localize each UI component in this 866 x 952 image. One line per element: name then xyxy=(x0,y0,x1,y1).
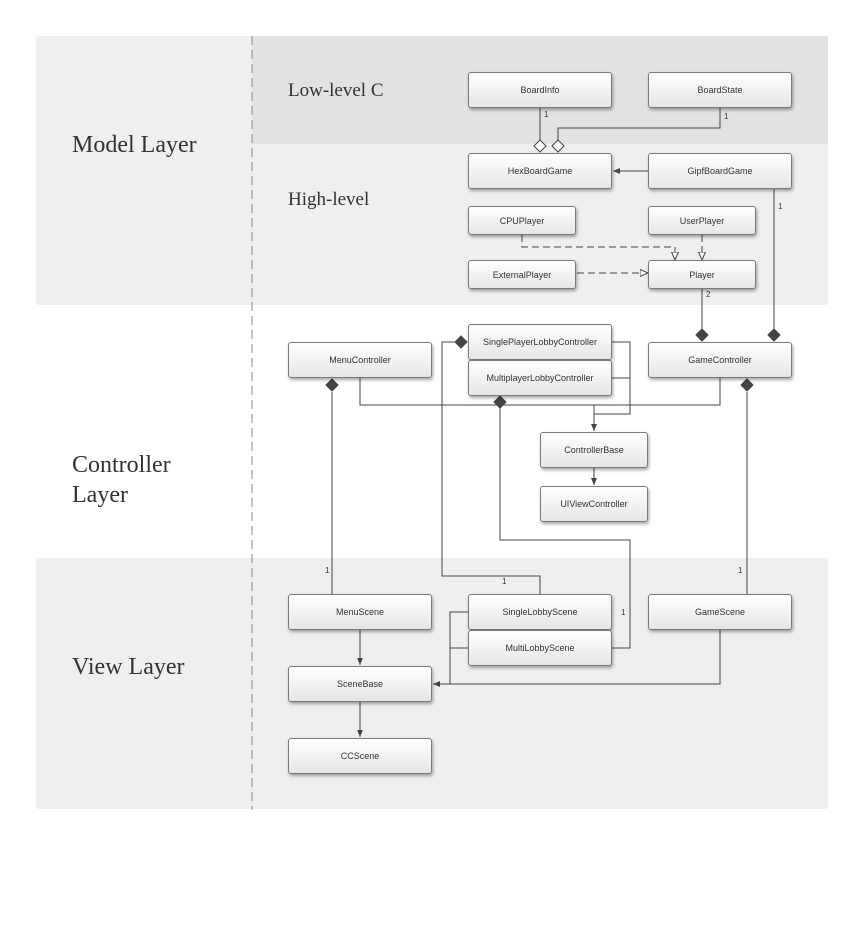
class-player[interactable]: Player xyxy=(648,260,756,289)
class-game-controller[interactable]: GameController xyxy=(648,342,792,378)
composition-diamond xyxy=(493,395,507,409)
multiplicity-multi-lobby-scene: 1 xyxy=(621,608,626,617)
multiplicity-game-scene: 1 xyxy=(738,566,743,575)
class-hex-board-game[interactable]: HexBoardGame xyxy=(468,153,612,189)
class-single-lobby-scene[interactable]: SingleLobbyScene xyxy=(468,594,612,630)
cpuplayer-player-link xyxy=(521,235,675,260)
aggregation-diamond xyxy=(551,139,565,153)
multiplicity-gipf-gamecontroller: 1 xyxy=(778,202,783,211)
low-level-c-label: Low-level C xyxy=(288,80,384,101)
class-menu-scene[interactable]: MenuScene xyxy=(288,594,432,630)
class-external-player[interactable]: ExternalPlayer xyxy=(468,260,576,289)
class-scene-base[interactable]: SceneBase xyxy=(288,666,432,702)
singlelobby-link xyxy=(441,341,541,594)
class-multi-lobby-scene[interactable]: MultiLobbyScene xyxy=(468,630,612,666)
scenes-scenebase-link xyxy=(433,630,721,687)
view-layer-label: View Layer xyxy=(72,654,185,680)
aggregation-diamond xyxy=(533,139,547,153)
multilobby-link xyxy=(499,408,631,649)
class-cpu-player[interactable]: CPUPlayer xyxy=(468,206,576,235)
composition-diamond xyxy=(454,335,468,349)
composition-diamond xyxy=(695,328,709,342)
multiplicity-board-state: 1 xyxy=(724,112,729,121)
class-board-info[interactable]: BoardInfo xyxy=(468,72,612,108)
class-ui-view-controller[interactable]: UIViewController xyxy=(540,486,648,522)
model-layer-label: Model Layer xyxy=(72,132,197,158)
class-multiplayer-lobby-controller[interactable]: MultiplayerLobbyController xyxy=(468,360,612,396)
boardstate-hexboardgame-link xyxy=(557,108,721,141)
controller-layer-label-line2: Layer xyxy=(72,482,128,508)
multiplicity-single-lobby-scene: 1 xyxy=(502,577,507,586)
class-single-player-lobby-controller[interactable]: SinglePlayerLobbyController xyxy=(468,324,612,360)
multiplicity-player-gamecontroller: 2 xyxy=(706,290,711,299)
class-gipf-board-game[interactable]: GipfBoardGame xyxy=(648,153,792,189)
class-user-player[interactable]: UserPlayer xyxy=(648,206,756,235)
multiplicity-menu-scene: 1 xyxy=(325,566,330,575)
high-level-label: High-level xyxy=(288,189,370,210)
class-cc-scene[interactable]: CCScene xyxy=(288,738,432,774)
composition-diamond xyxy=(767,328,781,342)
composition-diamond xyxy=(740,378,754,392)
controllers-base-bus xyxy=(359,378,721,406)
multiplicity-board-info: 1 xyxy=(544,110,549,119)
controller-layer-label-line1: Controller xyxy=(72,452,171,478)
class-game-scene[interactable]: GameScene xyxy=(648,594,792,630)
composition-diamond xyxy=(325,378,339,392)
class-board-state[interactable]: BoardState xyxy=(648,72,792,108)
class-controller-base[interactable]: ControllerBase xyxy=(540,432,648,468)
class-menu-controller[interactable]: MenuController xyxy=(288,342,432,378)
